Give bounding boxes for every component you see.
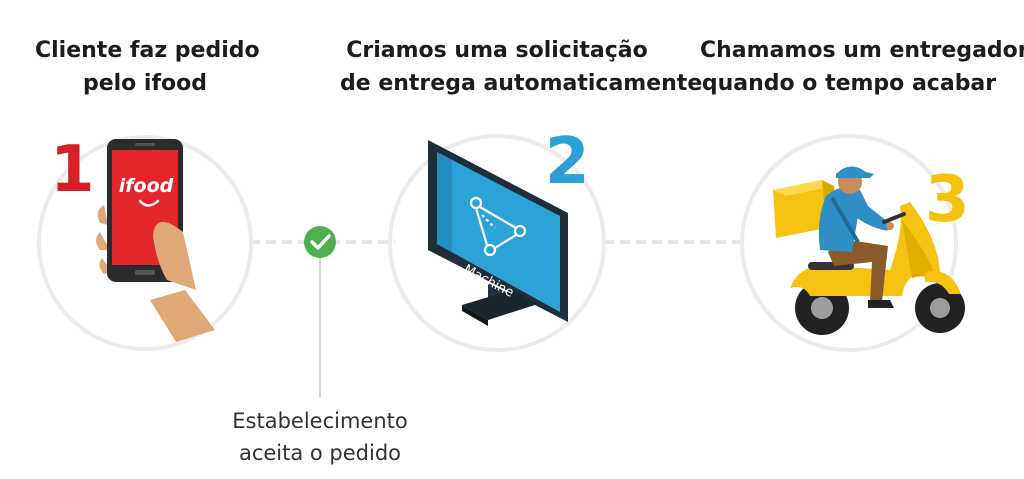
ifood-logo: ifood xyxy=(118,175,174,197)
step-1-number: 1 xyxy=(50,133,95,207)
step-1-title-line-1: Cliente faz pedido xyxy=(35,38,260,63)
step-3-title-line-1: Chamamos um entregador xyxy=(700,38,1024,63)
monitor-icon xyxy=(428,140,568,326)
step-1-title-line-2: pelo ifood xyxy=(82,71,208,96)
step-1-title: Cliente faz pedido pelo ifood xyxy=(35,34,260,100)
step-2-title-line-2: de entrega automaticamente xyxy=(340,71,703,96)
step-2-circle xyxy=(388,134,606,352)
step-2-title: Criamos uma solicitação de entrega autom… xyxy=(340,34,703,100)
step-3-circle xyxy=(740,134,958,352)
phone-hand-icon xyxy=(96,139,215,342)
check-icon xyxy=(304,226,336,258)
step-3-title-line-2: quando o tempo acabar xyxy=(701,71,997,96)
step-3-title: Chamamos um entregador quando o tempo ac… xyxy=(700,34,1024,100)
step-2-title-line-1: Criamos uma solicitação xyxy=(346,38,648,63)
acceptance-caption: Estabelecimento aceita o pedido xyxy=(213,405,427,469)
acceptance-caption-line-2: aceita o pedido xyxy=(238,441,402,465)
step-1-circle xyxy=(37,135,253,351)
step-2-number: 2 xyxy=(545,125,590,199)
delivery-scooter-icon xyxy=(773,166,965,335)
step-3-number: 3 xyxy=(925,163,970,237)
acceptance-caption-line-1: Estabelecimento xyxy=(232,409,408,433)
